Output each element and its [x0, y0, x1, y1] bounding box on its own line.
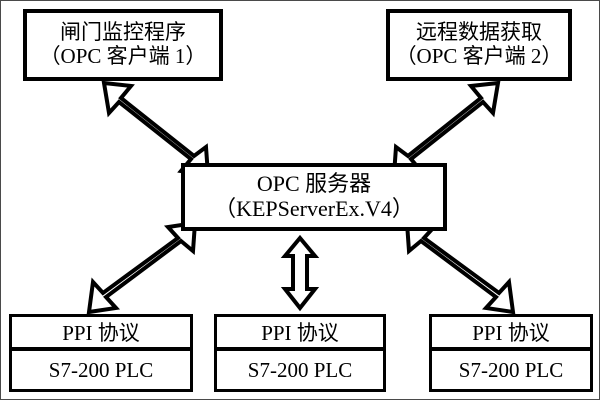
plc-1-device-label: S7-200 PLC: [48, 357, 154, 382]
opc-server-title: OPC 服务器: [256, 171, 372, 197]
arrow-client-right: [391, 80, 501, 178]
plc-2-protocol-label: PPI 协议: [217, 317, 383, 351]
plc-1-protocol-label: PPI 协议: [12, 317, 190, 351]
plc-stack-1[interactable]: PPI 协议 S7-200 PLC: [9, 314, 193, 392]
client-box-left[interactable]: 闸门监控程序 （OPC 客户端 1）: [23, 9, 223, 81]
plc-stack-3[interactable]: PPI 协议 S7-200 PLC: [429, 314, 593, 392]
plc-stack-2[interactable]: PPI 协议 S7-200 PLC: [214, 314, 386, 392]
plc-3-protocol-label: PPI 协议: [432, 317, 590, 351]
arrow-client-left: [101, 80, 211, 178]
client-left-title: 闸门监控程序: [60, 20, 186, 45]
arrow-plc-3: [404, 220, 516, 315]
arrow-plc-1: [86, 220, 198, 315]
plc-2-device-label: S7-200 PLC: [247, 357, 353, 382]
plc-3-device-label: S7-200 PLC: [458, 357, 564, 382]
client-right-subtitle: （OPC 客户端 2）: [395, 44, 563, 68]
client-box-right[interactable]: 远程数据获取 （OPC 客户端 2）: [386, 9, 572, 81]
arrow-plc-2: [280, 234, 320, 312]
client-left-subtitle: （OPC 客户端 1）: [39, 44, 207, 68]
opc-server-box[interactable]: OPC 服务器 （KEPServerEx.V4）: [181, 163, 447, 231]
opc-server-subtitle: （KEPServerEx.V4）: [214, 196, 414, 221]
client-right-title: 远程数据获取: [416, 20, 542, 45]
